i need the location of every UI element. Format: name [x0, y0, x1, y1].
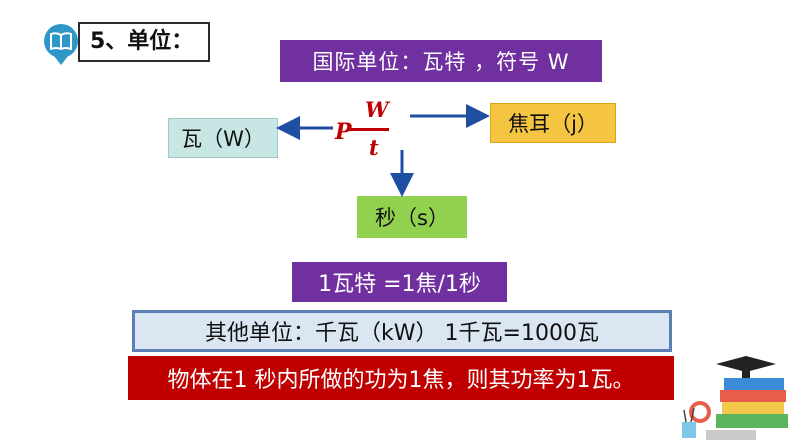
power-formula: P W t: [335, 97, 395, 167]
formula-fraction-bar: [349, 128, 389, 131]
definition-box: 物体在1 秒内所做的功为1焦，则其功率为1瓦。: [128, 356, 674, 400]
second-box: 秒（s）: [357, 196, 467, 238]
other-units-box: 其他单位：千瓦（kW） 1千瓦=1000瓦: [132, 310, 672, 352]
watt-box: 瓦（W）: [168, 118, 278, 158]
formula-t: t: [369, 135, 379, 160]
section-title: 5、单位：: [78, 22, 210, 62]
intl-unit-box: 国际单位：瓦特 ，符号 W: [280, 40, 602, 82]
book-icon: [44, 24, 78, 65]
books-decoration-icon: [682, 356, 788, 440]
joule-box: 焦耳（j）: [490, 103, 616, 143]
equation-box: 1瓦特 =1焦/1秒: [292, 262, 507, 302]
formula-w: W: [365, 97, 389, 122]
formula-p: P: [335, 119, 352, 145]
